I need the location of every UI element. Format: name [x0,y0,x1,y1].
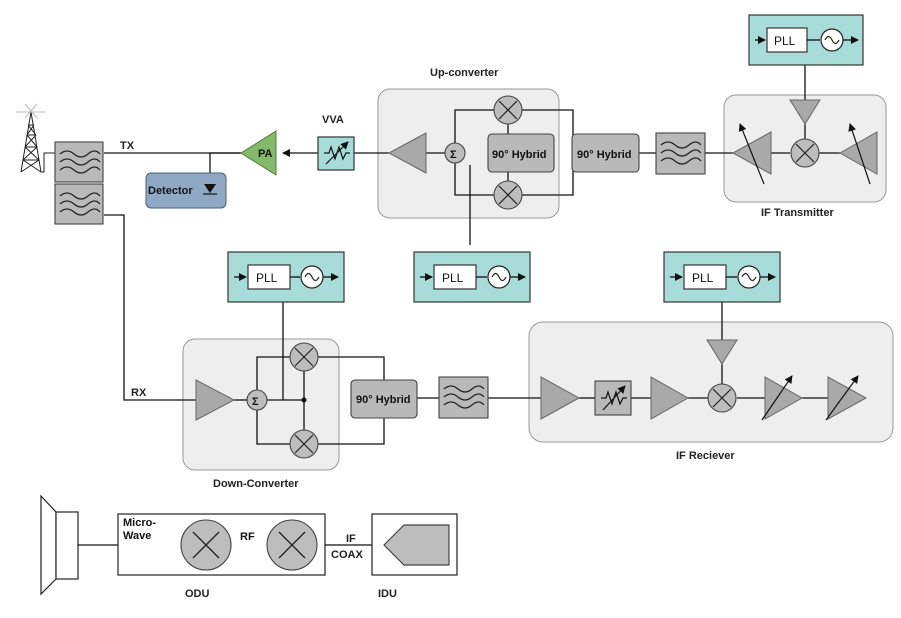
if-receiver-label: IF Reciever [676,450,735,462]
if-rx-mixer [707,383,737,413]
odu-block: Micro- Wave RF [117,513,326,576]
duplexer-rx-filter [54,183,104,225]
duplexer-tx-filter [54,141,104,183]
downconverter-summer: Σ [246,389,268,411]
svg-text:PA: PA [258,148,273,160]
tx-label: TX [120,140,135,152]
detector-block: Detector [145,172,227,209]
downconverter-mixer-top [289,342,319,372]
coax-label: COAX [331,549,363,561]
svg-text:Σ: Σ [450,149,457,161]
svg-text:90° Hybrid: 90° Hybrid [492,149,547,161]
antenna-tower-icon [16,103,55,173]
odu-label: ODU [185,588,210,600]
vva-label: VVA [322,114,344,126]
tx-hybrid: 90° Hybrid [571,133,640,173]
idu-block [371,513,458,576]
svg-text:PLL: PLL [442,271,464,285]
downconverter-label: Down-Converter [213,478,299,490]
vva-attenuator [317,136,355,171]
if-rx-amp-2 [650,376,690,420]
if-tx-mixer [790,138,820,168]
upconverter-amp [387,132,427,174]
svg-text:Micro-: Micro- [123,517,156,529]
upconverter-mixer-top [493,95,523,125]
downconverter-junction-dot [301,397,307,403]
if-rx-amp-4 [825,375,868,421]
if-transmitter-label: IF Transmitter [761,207,834,219]
if-rx-lo-buffer [706,339,738,365]
horn-antenna-icon [40,494,79,596]
downconverter-mixer-bottom [289,429,319,459]
svg-text:Wave: Wave [123,530,151,542]
wires [78,65,840,546]
pll-if-rx: PLL [663,251,781,303]
upconverter-label: Up-converter [430,67,499,79]
power-amplifier: PA [240,130,277,176]
svg-text:90° Hybrid: 90° Hybrid [577,149,632,161]
svg-text:RF: RF [240,531,255,543]
svg-text:PLL: PLL [774,34,796,48]
rx-label: RX [131,387,147,399]
if-tx-amp-right [838,123,878,185]
upconverter-mixer-bottom [493,180,523,210]
rx-bandpass-filter [438,376,489,419]
if-rx-amp-3 [761,375,804,421]
if-label: IF [346,533,356,545]
rx-hybrid: 90° Hybrid [350,379,418,419]
downconverter-amp [195,379,236,421]
pll-if-tx: PLL [748,14,864,66]
svg-text:Detector: Detector [148,185,193,197]
upconverter-summer: Σ [444,142,466,164]
pll-downconverter: PLL [227,251,345,303]
pll-upconverter: PLL [413,251,531,303]
if-tx-amp-left [731,123,772,185]
tx-bandpass-filter [655,132,706,175]
idu-label: IDU [378,588,397,600]
svg-text:PLL: PLL [256,271,278,285]
svg-text:PLL: PLL [692,271,714,285]
if-rx-attenuator [594,380,632,416]
svg-text:Σ: Σ [252,396,259,408]
if-rx-amp-1 [540,376,581,420]
svg-text:90° Hybrid: 90° Hybrid [356,394,411,406]
upconverter-hybrid: 90° Hybrid [487,133,555,173]
if-tx-lo-buffer [789,99,821,125]
